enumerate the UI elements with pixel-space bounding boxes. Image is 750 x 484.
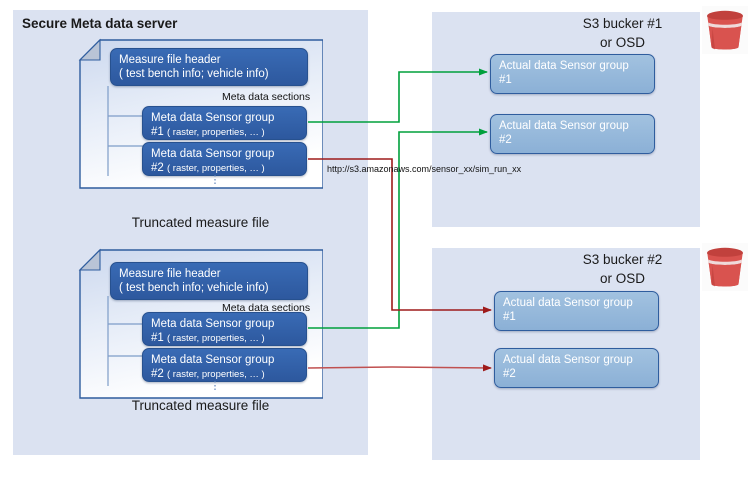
- group-line1: Meta data Sensor group: [151, 354, 275, 366]
- s3-url-annotation: http://s3.amazonaws.com/sensor_xx/sim_ru…: [327, 164, 522, 174]
- ellipsis-1: ⋮: [209, 174, 221, 186]
- group-detail: ( raster, properties, … ): [167, 127, 265, 138]
- actual-data-sensor-group-b2-1: Actual data Sensor group #1: [494, 291, 659, 331]
- s3-bucket-2-title: S3 bucker #2 or OSD: [560, 250, 685, 288]
- group-line1: Meta data Sensor group: [151, 112, 275, 124]
- bucket-1-title-line2: or OSD: [599, 35, 645, 50]
- group-line1: Meta data Sensor group: [151, 148, 275, 160]
- measure-file-header-box-1: Measure file header ( test bench info; v…: [110, 48, 308, 86]
- group-detail: ( raster, properties, … ): [167, 163, 265, 174]
- document-caption-2: Truncated measure file: [131, 398, 270, 413]
- s3-bucket-1-title: S3 bucker #1 or OSD: [560, 14, 685, 52]
- meta-data-sensor-group-2-2: Meta data Sensor group #2 ( raster, prop…: [142, 348, 307, 382]
- actual-line1: Actual data Sensor group: [503, 297, 633, 309]
- meta-data-sensor-group-1-1: Meta data Sensor group #1 ( raster, prop…: [142, 106, 307, 140]
- header-line1: Measure file header: [119, 268, 221, 280]
- actual-data-sensor-group-b1-2: Actual data Sensor group #2: [490, 114, 655, 154]
- group-hash: #2: [151, 368, 164, 380]
- actual-line1: Actual data Sensor group: [499, 60, 629, 72]
- bucket-2-title-line1: S3 bucker #2: [582, 252, 663, 267]
- header-line2: ( test bench info; vehicle info): [119, 68, 269, 80]
- actual-line2: #1: [499, 74, 512, 86]
- meta-data-sensor-group-2-1: Meta data Sensor group #1 ( raster, prop…: [142, 312, 307, 346]
- actual-data-sensor-group-b1-1: Actual data Sensor group #1: [490, 54, 655, 94]
- group-detail: ( raster, properties, … ): [167, 369, 265, 380]
- bucket-2-title-line2: or OSD: [599, 271, 645, 286]
- meta-data-sections-label-2: Meta data sections: [222, 302, 311, 314]
- document-caption-1: Truncated measure file: [131, 215, 270, 230]
- header-line2: ( test bench info; vehicle info): [119, 282, 269, 294]
- header-line1: Measure file header: [119, 54, 221, 66]
- group-hash: #1: [151, 332, 164, 344]
- measure-file-header-box-2: Measure file header ( test bench info; v…: [110, 262, 308, 300]
- actual-data-sensor-group-b2-2: Actual data Sensor group #2: [494, 348, 659, 388]
- group-hash: #2: [151, 162, 164, 174]
- group-line1: Meta data Sensor group: [151, 318, 275, 330]
- actual-line1: Actual data Sensor group: [499, 120, 629, 132]
- meta-data-sensor-group-1-2: Meta data Sensor group #2 ( raster, prop…: [142, 142, 307, 176]
- bucket-icon: [702, 6, 748, 54]
- actual-line1: Actual data Sensor group: [503, 354, 633, 366]
- group-detail: ( raster, properties, … ): [167, 333, 265, 344]
- bucket-icon: [702, 243, 748, 291]
- meta-data-sections-label-1: Meta data sections: [222, 91, 311, 103]
- bucket-1-title-line1: S3 bucker #1: [582, 16, 663, 31]
- secure-meta-data-server-title: Secure Meta data server: [22, 16, 178, 31]
- actual-line2: #1: [503, 311, 516, 323]
- group-hash: #1: [151, 126, 164, 138]
- actual-line2: #2: [503, 368, 516, 380]
- ellipsis-2: ⋮: [209, 380, 221, 392]
- actual-line2: #2: [499, 134, 512, 146]
